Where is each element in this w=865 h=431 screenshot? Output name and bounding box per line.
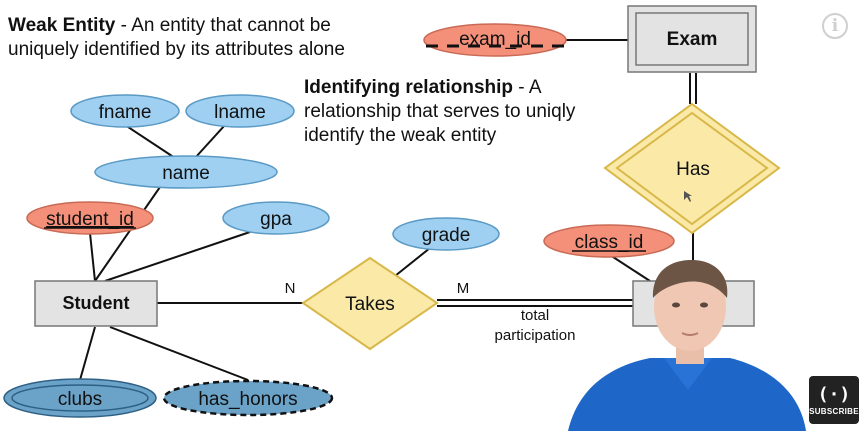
attribute-gpa-label: gpa [260,209,292,230]
entity-student-box[interactable] [34,280,158,327]
relationship-takes-label: Takes [345,294,395,315]
relationship-has-outer[interactable] [603,102,781,235]
attribute-exam-id[interactable] [423,23,567,57]
attribute-clubs-label: clubs [58,389,102,410]
entity-exam-inner [635,12,749,66]
attribute-has-honors-label: has_honors [198,389,297,410]
line-lname-name [194,124,226,159]
attribute-grade[interactable] [392,217,500,251]
cardinality-n: N [285,280,296,297]
mouse-cursor-icon [684,191,692,202]
relationship-takes-shape[interactable] [301,256,439,351]
presenter-webcam-overlay [568,259,806,431]
attribute-gpa[interactable] [222,201,330,235]
identifying-relationship-term: Identifying relationship [304,77,514,98]
weak-entity-note-text1: - An entity that cannot be [115,15,331,36]
attribute-student-id[interactable] [26,201,154,235]
line-student-clubs [79,326,96,381]
line-name-student [94,186,161,282]
attribute-clubs-inner [11,384,149,412]
attribute-class-id[interactable] [543,224,675,258]
identifying-relationship-note: Identifying relationship - A relationshi… [304,76,624,148]
line-studentid-student [89,232,96,282]
weak-entity-note-text2: uniquely identified by its attributes al… [8,39,345,60]
cardinality-m: M [457,280,470,297]
identifying-note-text1: - A [513,77,542,98]
subscribe-label: SUBSCRIBE [809,406,859,416]
attribute-student-id-label: student_id [46,209,134,230]
participation-label-2: participation [495,327,576,344]
participation-label-1: total [521,307,549,324]
entity-student-label: Student [63,293,130,313]
relationship-has-inner [615,111,769,226]
weak-entity-note: Weak Entity - An entity that cannot be u… [8,14,388,62]
attribute-lname-label: lname [214,102,266,123]
identifying-note-text3: identify the weak entity [304,125,497,146]
attribute-class-id-label: class_id [575,232,644,253]
weak-entity-note-line1: Weak Entity - An entity that cannot be [8,14,388,38]
attribute-has-honors[interactable] [162,379,334,417]
line-grade-takes [394,247,431,277]
subscribe-logo-icon: (·) [817,383,851,405]
relationship-has-label: Has [676,159,710,180]
line-student-hashonors [109,326,249,381]
attribute-fname[interactable] [70,94,180,128]
line-fname-name [124,124,176,159]
attribute-fname-label: fname [99,102,152,123]
identifying-note-text2: relationship that serves to uniqly [304,101,576,122]
attribute-name-label: name [162,163,210,184]
attribute-name[interactable] [94,155,278,189]
weak-entity-term: Weak Entity [8,15,116,36]
attribute-grade-label: grade [422,225,471,246]
entity-exam-label: Exam [667,29,718,50]
subscribe-badge[interactable]: (·) SUBSCRIBE [809,376,859,424]
identifying-note-line1: Identifying relationship - A [304,76,624,100]
info-icon[interactable]: i [822,13,848,39]
line-classid-class [609,254,651,282]
line-gpa-student [104,231,251,282]
attribute-lname[interactable] [185,94,295,128]
